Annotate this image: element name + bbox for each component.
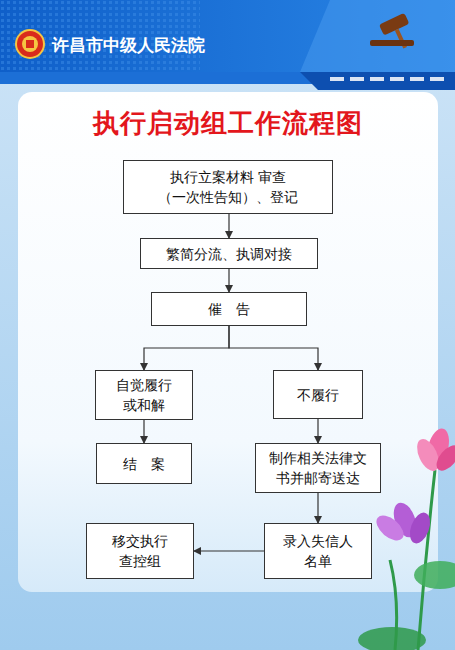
- box-text: 移交执行 查控组: [95, 531, 185, 571]
- flow-arrow: [228, 214, 229, 238]
- flow-arrow: [317, 419, 318, 443]
- court-name: 许昌市中级人民法院: [52, 34, 205, 57]
- flow-arrow: [144, 326, 229, 370]
- process-box: 制作相关法律文 书并邮寄送达: [255, 443, 381, 493]
- box-text: 执行立案材料 审查（一次性告知）、登记: [132, 167, 324, 207]
- flow-arrow: [143, 420, 144, 443]
- flow-arrow: [317, 493, 318, 523]
- process-box: 不履行: [273, 370, 363, 419]
- process-box: 执行立案材料 审查（一次性告知）、登记: [123, 160, 333, 214]
- process-box: 移交执行 查控组: [86, 523, 194, 579]
- flow-arrow: [228, 269, 229, 292]
- box-text: 繁简分流、执调对接: [166, 244, 292, 264]
- box-text: 催 告: [208, 299, 250, 319]
- box-text: 录入失信人 名单: [273, 531, 363, 571]
- box-text: 制作相关法律文 书并邮寄送达: [264, 448, 372, 488]
- process-box: 录入失信人 名单: [264, 523, 372, 579]
- box-text: 不履行: [297, 385, 339, 405]
- box-text: 结 案: [123, 454, 165, 474]
- process-box: 自觉履行 或和解: [95, 370, 193, 420]
- process-box: 结 案: [96, 443, 192, 484]
- process-box: 催 告: [151, 292, 307, 326]
- box-text: 自觉履行 或和解: [104, 375, 184, 415]
- chart-title: 执行启动组工作流程图: [0, 106, 455, 141]
- process-box: 繁简分流、执调对接: [140, 238, 318, 269]
- flow-arrow: [194, 550, 264, 551]
- flow-arrow: [229, 326, 318, 370]
